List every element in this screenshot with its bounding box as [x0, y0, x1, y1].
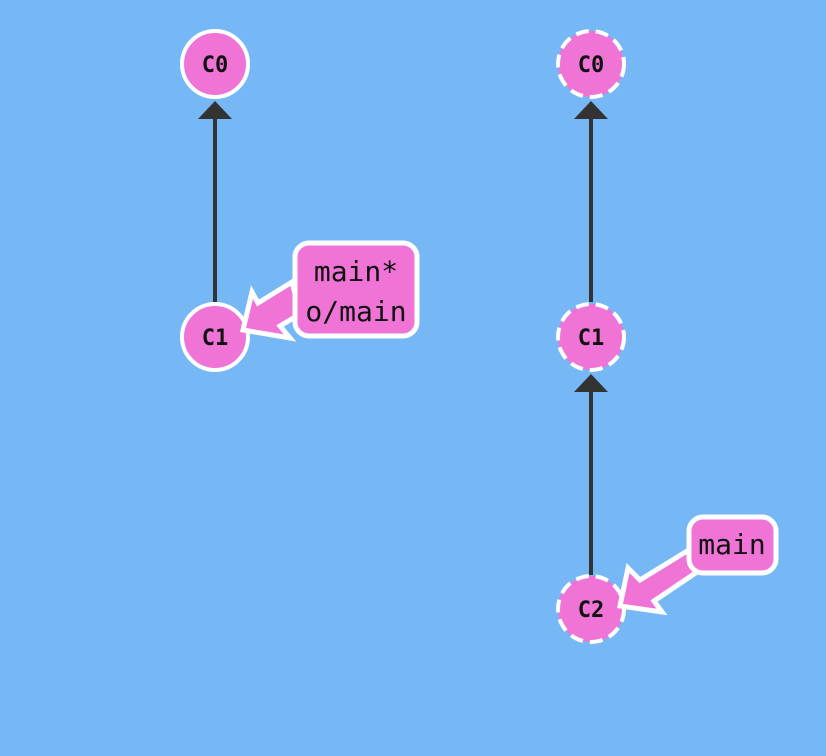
branch-name: main*: [314, 255, 398, 288]
commit-node[interactable]: C0: [556, 29, 626, 99]
edge-c2-to-c1: [574, 374, 608, 575]
branch-tag-box: [686, 514, 779, 576]
commit-label: C0: [202, 53, 229, 78]
local-repo: C0 C1 main* o/main: [180, 29, 420, 372]
commit-label: C0: [578, 53, 605, 78]
commit-node[interactable]: C1: [556, 302, 626, 372]
edge-c1-to-c0: [198, 101, 232, 302]
commit-node[interactable]: C0: [180, 29, 250, 99]
commit-label: C1: [578, 326, 605, 351]
branch-pointer-arrow: [617, 544, 704, 616]
branch-tag-box: [292, 240, 420, 339]
commit-label: C2: [578, 598, 605, 623]
branch-tag[interactable]: main: [617, 514, 779, 616]
commit-label: C1: [202, 326, 229, 351]
branch-name: main: [698, 528, 765, 561]
commit-node[interactable]: C2: [556, 574, 626, 644]
branch-pointer-arrow: [239, 278, 303, 342]
branch-name: o/main: [305, 295, 406, 328]
branch-tag[interactable]: main* o/main: [239, 240, 420, 342]
edge-c1-to-c0: [574, 101, 608, 302]
commit-node[interactable]: C1: [180, 302, 250, 372]
remote-repo: C0 C1 C2 main: [556, 29, 779, 644]
